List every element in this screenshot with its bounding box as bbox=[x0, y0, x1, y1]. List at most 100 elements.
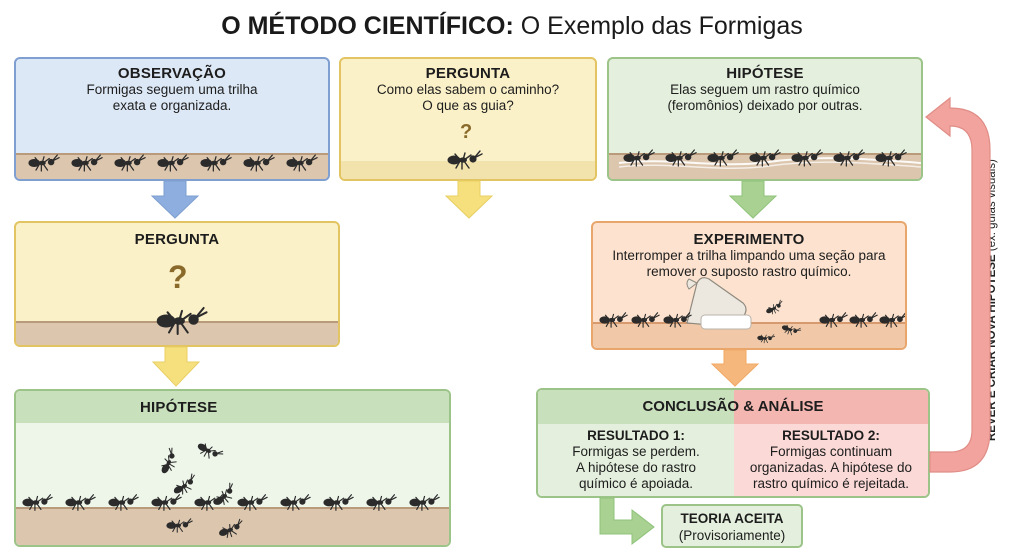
result1-heading: RESULTADO 1: bbox=[587, 428, 685, 443]
result2: RESULTADO 2: Formigas continuam organiza… bbox=[734, 428, 928, 492]
title-bold: O MÉTODO CIENTÍFICO: bbox=[221, 12, 514, 40]
ground-strip bbox=[16, 507, 449, 545]
diagram-title: O MÉTODO CIENTÍFICO: O Exemplo das Formi… bbox=[0, 10, 1024, 42]
large-ant bbox=[16, 223, 338, 345]
ant-icon bbox=[108, 493, 139, 517]
scattered-ants bbox=[593, 223, 905, 348]
question-top-text-line2: O que as guia? bbox=[422, 98, 514, 113]
observation-heading: OBSERVAÇÃO bbox=[117, 65, 227, 82]
ant-icon bbox=[323, 493, 354, 517]
ant-icon bbox=[200, 153, 232, 178]
ant-icon bbox=[447, 149, 483, 176]
conclusion-header-right bbox=[734, 390, 928, 424]
question-mid-heading: PERGUNTA bbox=[134, 231, 220, 248]
ant-icon bbox=[196, 443, 224, 465]
ant-icon bbox=[665, 148, 697, 173]
experiment-heading: EXPERIMENTO bbox=[693, 231, 805, 248]
experiment-text-line1: Interromper a trilha limpando uma seção … bbox=[612, 248, 886, 263]
ant-icon bbox=[599, 311, 628, 334]
arrow-down-experiment bbox=[710, 349, 760, 387]
result2-heading: RESULTADO 2: bbox=[782, 428, 880, 443]
ant-icon bbox=[237, 493, 268, 517]
arrow-revise-hypothesis bbox=[925, 96, 991, 473]
observation-text-line1: Formigas seguem uma trilha bbox=[86, 82, 258, 97]
arrow-down-question-top bbox=[444, 180, 494, 219]
question-top-heading: PERGUNTA bbox=[425, 65, 511, 82]
result1-line2: A hipótese do rastro bbox=[575, 460, 697, 475]
ant-icon bbox=[663, 311, 692, 334]
question-box-top: PERGUNTA Como elas sabem o caminho? O qu… bbox=[339, 57, 597, 181]
ant-icon bbox=[172, 473, 199, 499]
ant-icon bbox=[28, 153, 60, 178]
question-top-text-line1: Como elas sabem o caminho? bbox=[376, 82, 560, 97]
conclusion-heading: CONCLUSÃO & ANÁLISE bbox=[642, 398, 824, 415]
ant-icon bbox=[280, 493, 311, 517]
ant-icon bbox=[65, 493, 96, 517]
ant-icon bbox=[849, 311, 878, 334]
pheromone-trail bbox=[618, 157, 921, 170]
arrow-down-observation bbox=[150, 180, 200, 219]
ant-icon bbox=[218, 518, 245, 543]
ant-icon bbox=[366, 493, 397, 517]
accepted-theory-heading: TEORIA ACEITA bbox=[680, 511, 784, 526]
ant-icon bbox=[875, 148, 907, 173]
ant-icon bbox=[212, 482, 239, 509]
title-rest: O Exemplo das Formigas bbox=[520, 12, 803, 40]
result1-line3: químico é apoiada. bbox=[578, 476, 694, 491]
ground-strip bbox=[16, 153, 328, 179]
question-mark-large: ? bbox=[168, 259, 188, 295]
ant-icon bbox=[151, 493, 182, 517]
ant-icon bbox=[623, 148, 655, 173]
hypothesis-top-text-line2: (feromônios) deixado por outras. bbox=[667, 98, 863, 113]
accepted-theory-box: TEORIA ACEITA (Provisoriamente) bbox=[661, 504, 803, 548]
result1-line1: Formigas se perdem. bbox=[572, 444, 700, 459]
ant-icon bbox=[819, 311, 848, 334]
ant-icon bbox=[166, 517, 193, 539]
ant-icon bbox=[833, 148, 865, 173]
ant-icon bbox=[765, 299, 785, 319]
ant-icon bbox=[156, 447, 183, 475]
hypothesis-top-text-line1: Elas seguem um rastro químico bbox=[670, 82, 860, 97]
observation-box: OBSERVAÇÃO Formigas seguem uma trilha ex… bbox=[14, 57, 330, 181]
result2-line3: rastro químico é rejeitada. bbox=[752, 476, 910, 491]
ant-icon bbox=[631, 311, 660, 334]
conclusion-header-left bbox=[538, 390, 734, 424]
ant-icon bbox=[409, 493, 440, 517]
ground-strip bbox=[341, 161, 595, 179]
hypothesis-bottom-header bbox=[16, 391, 449, 423]
cleaning-hand-icon bbox=[686, 277, 752, 330]
hypothesis-box-bottom: HIPÓTESE bbox=[14, 389, 451, 547]
ant-icon bbox=[757, 331, 776, 348]
result2-line2: organizadas. A hipótese do bbox=[749, 460, 913, 475]
ant-icon bbox=[157, 153, 189, 178]
ant-trail-right bbox=[593, 223, 905, 348]
arrow-result1-to-theory bbox=[599, 497, 655, 546]
result1: RESULTADO 1: Formigas se perdem. A hipót… bbox=[538, 428, 734, 492]
hypothesis-top-heading: HIPÓTESE bbox=[726, 65, 804, 82]
ant-icon bbox=[243, 153, 275, 178]
observation-text-line2: exata e organizada. bbox=[112, 98, 232, 113]
hypothesis-box-top: HIPÓTESE Elas seguem um rastro químico (… bbox=[607, 57, 923, 181]
hypothesis-bottom-heading: HIPÓTESE bbox=[140, 399, 218, 416]
ant-icon bbox=[286, 153, 318, 178]
ant-icon bbox=[707, 148, 739, 173]
experiment-box: EXPERIMENTO Interromper a trilha limpand… bbox=[591, 221, 907, 350]
experiment-text-line2: remover o suposto rastro químico. bbox=[646, 264, 852, 279]
ant-trail-left bbox=[593, 223, 905, 348]
lost-ants bbox=[16, 391, 449, 545]
ant-icon bbox=[156, 305, 208, 342]
ant-icon bbox=[749, 148, 781, 173]
arrow-down-hypothesis-top bbox=[728, 180, 778, 219]
ant-icon bbox=[781, 323, 802, 341]
conclusion-box: CONCLUSÃO & ANÁLISE RESULTADO 1: Formiga… bbox=[536, 388, 930, 498]
accepted-theory-sub: (Provisoriamente) bbox=[678, 528, 786, 543]
ant-trail bbox=[609, 59, 921, 179]
ant-trail bbox=[16, 59, 328, 179]
ant-icon bbox=[71, 153, 103, 178]
question-mark: ? bbox=[460, 121, 473, 143]
single-ant bbox=[341, 59, 595, 179]
ant-icon bbox=[114, 153, 146, 178]
ant-icon bbox=[879, 311, 905, 334]
question-box-middle: PERGUNTA ? bbox=[14, 221, 340, 347]
